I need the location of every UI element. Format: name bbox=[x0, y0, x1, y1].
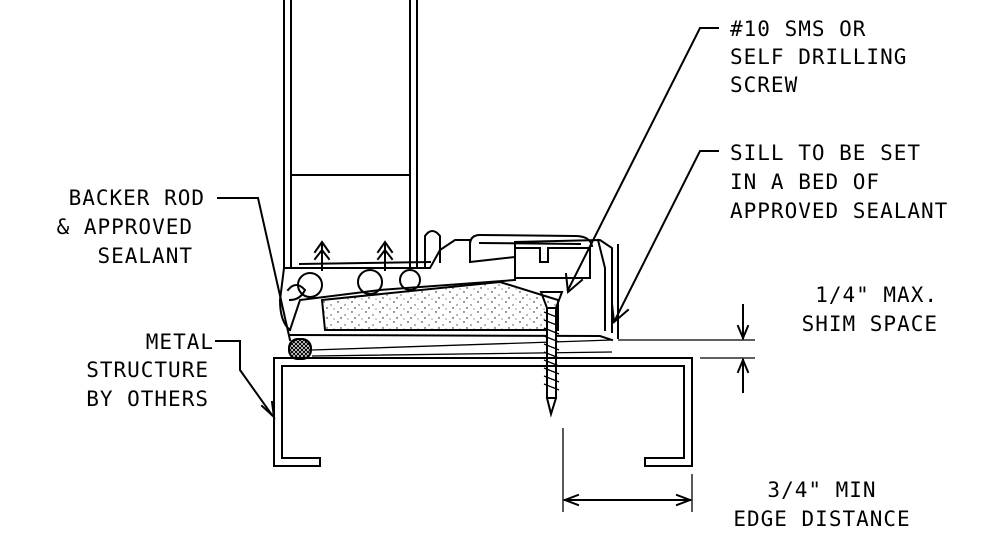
svg-text:BACKER ROD: BACKER ROD bbox=[69, 186, 205, 210]
sealant-bed bbox=[311, 339, 613, 357]
svg-text:SILL TO BE SET: SILL TO BE SET bbox=[730, 141, 921, 165]
svg-text:IN A BED OF: IN A BED OF bbox=[730, 170, 880, 194]
svg-text:& APPROVED: & APPROVED bbox=[57, 215, 193, 239]
backer-rod bbox=[288, 338, 312, 360]
shim-space-dimension bbox=[736, 304, 750, 393]
label-shim-space: 1/4" MAX. SHIM SPACE bbox=[802, 283, 938, 336]
glazing-clips bbox=[313, 240, 394, 271]
svg-text:BY OTHERS: BY OTHERS bbox=[86, 387, 209, 411]
label-edge-distance: 3/4" MIN EDGE DISTANCE bbox=[733, 478, 910, 531]
label-backer-rod: BACKER ROD & APPROVED SEALANT bbox=[57, 186, 205, 268]
svg-text:SELF DRILLING: SELF DRILLING bbox=[730, 45, 907, 69]
svg-text:SEALANT: SEALANT bbox=[97, 244, 193, 268]
svg-text:#10 SMS OR: #10 SMS OR bbox=[730, 17, 866, 41]
svg-text:EDGE DISTANCE: EDGE DISTANCE bbox=[733, 507, 910, 531]
label-screw: #10 SMS OR SELF DRILLING SCREW bbox=[730, 17, 907, 97]
mullion-frame bbox=[283, 0, 418, 269]
screw bbox=[539, 291, 564, 418]
svg-text:SCREW: SCREW bbox=[730, 73, 798, 97]
label-metal-structure: METAL STRUCTURE BY OTHERS bbox=[86, 330, 214, 411]
svg-text:STRUCTURE: STRUCTURE bbox=[86, 358, 209, 382]
svg-text:1/4" MAX.: 1/4" MAX. bbox=[815, 283, 938, 307]
metal-structure bbox=[273, 357, 693, 467]
thermal-insulation bbox=[320, 280, 559, 331]
svg-text:3/4" MIN: 3/4" MIN bbox=[767, 478, 876, 502]
edge-distance-dimension bbox=[562, 428, 693, 512]
label-sill: SILL TO BE SET IN A BED OF APPROVED SEAL… bbox=[730, 141, 948, 223]
svg-text:METAL: METAL bbox=[146, 330, 214, 354]
svg-text:APPROVED SEALANT: APPROVED SEALANT bbox=[730, 199, 948, 223]
sill-extrusion bbox=[278, 230, 619, 342]
leader-lines bbox=[215, 27, 719, 420]
svg-text:SHIM SPACE: SHIM SPACE bbox=[802, 312, 938, 336]
